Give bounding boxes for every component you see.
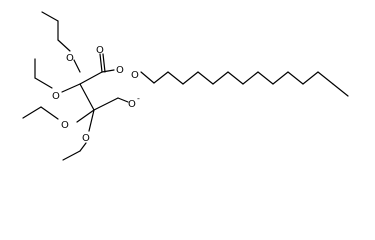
bond-chain-10 [272,71,289,85]
bond-mid-ethyl-1 [22,106,42,119]
bond-c1-c2 [79,83,95,111]
bond-chain-2 [153,71,169,84]
atom-o-ester: O [116,65,124,76]
bond-chain-1 [140,71,155,84]
bond-chain-6 [212,71,229,85]
bond-chain-5 [197,71,214,85]
bond-chain-3 [167,71,184,85]
bond-chain-11 [287,71,304,85]
bond-bottom-ethyl-2 [62,150,81,161]
bond-chain-7 [227,71,244,85]
bond-carboxylate-o [117,97,129,103]
bond-chain-13 [317,71,334,85]
molecule-drawing: O O O O O O O O - [22,11,349,161]
bond-chain-14 [332,83,349,97]
atom-o-carbonyl: O [96,45,104,56]
bond-mid-ethyl-2 [40,106,59,120]
bond-top-ethyl-1 [41,11,59,22]
bond-c2-carboxylate-c [93,97,119,111]
bond-top-o-c1 [73,59,81,73]
atom-o-left-ethoxy: O [52,91,60,102]
bond-bottom-ethyl-1 [79,142,87,152]
atom-o-top-ethoxy: O [66,53,74,64]
bond-c1-ester-c [79,71,103,85]
bond-ester-c-o [101,69,115,73]
bond-mid-o-c2 [76,109,95,123]
bond-left-o-c1 [61,83,81,93]
bonds [22,11,349,161]
bond-carbonyl-double-b [102,53,106,73]
bond-chain-12 [302,71,319,85]
bond-chain-4 [182,71,199,85]
charge-carboxylate: - [137,94,140,103]
bond-chain-9 [257,71,274,85]
atom-labels: O O O O O O O O - [52,45,140,144]
atom-o-mid-ethoxy: O [61,120,69,131]
structure-canvas: O O O O O O O O - [22,11,349,161]
bond-top-ethyl-3 [57,39,71,52]
bond-carbonyl-double-a [99,53,103,73]
atom-o-bottom-ethoxy: O [82,133,90,144]
bond-left-ethyl-2 [34,77,53,89]
bond-bottom-o-c2 [88,109,95,132]
atom-o-ester-link: O [131,70,139,81]
atom-o-carboxylate: O [128,99,136,110]
bond-chain-8 [242,71,259,85]
